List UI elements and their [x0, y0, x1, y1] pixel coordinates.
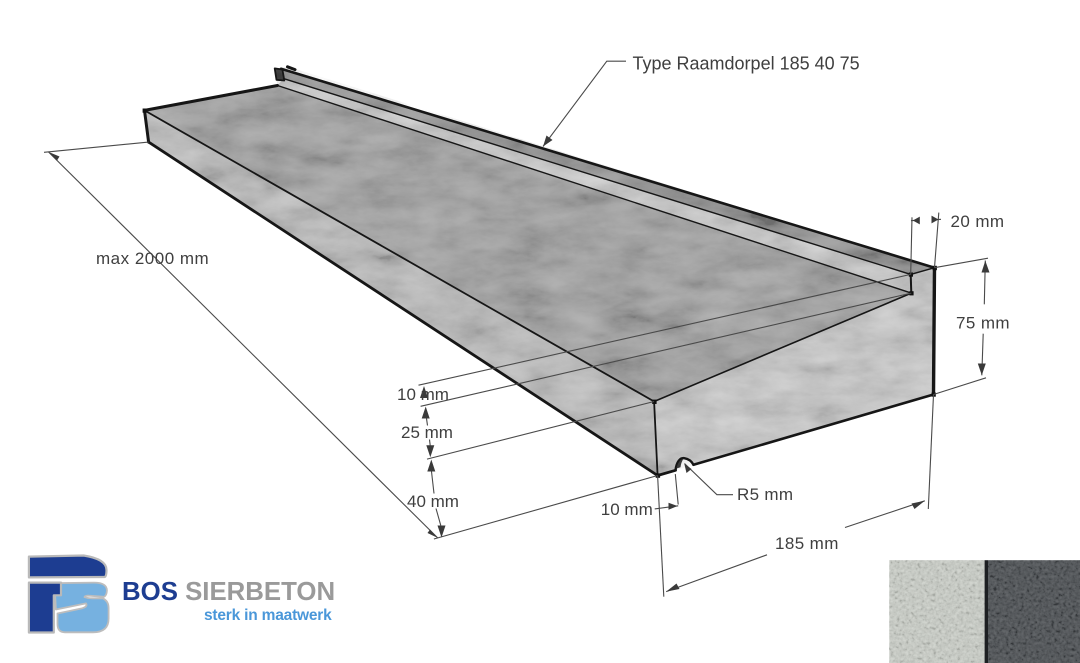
svg-text:40 mm: 40 mm — [407, 492, 459, 511]
svg-text:25 mm: 25 mm — [401, 423, 453, 442]
svg-text:max 2000 mm: max 2000 mm — [96, 249, 209, 268]
svg-text:10 mm: 10 mm — [601, 500, 653, 519]
svg-text:Type Raamdorpel 185 40 75: Type Raamdorpel 185 40 75 — [633, 54, 860, 74]
svg-text:10 mm: 10 mm — [397, 385, 449, 404]
svg-text:20 mm: 20 mm — [951, 212, 1005, 231]
svg-text:185 mm: 185 mm — [775, 534, 839, 553]
svg-text:sterk in maatwerk: sterk in maatwerk — [204, 607, 332, 624]
svg-text:75 mm: 75 mm — [956, 314, 1010, 333]
svg-text:BOS SIERBETON: BOS SIERBETON — [122, 578, 335, 606]
svg-text:R5 mm: R5 mm — [737, 485, 793, 504]
